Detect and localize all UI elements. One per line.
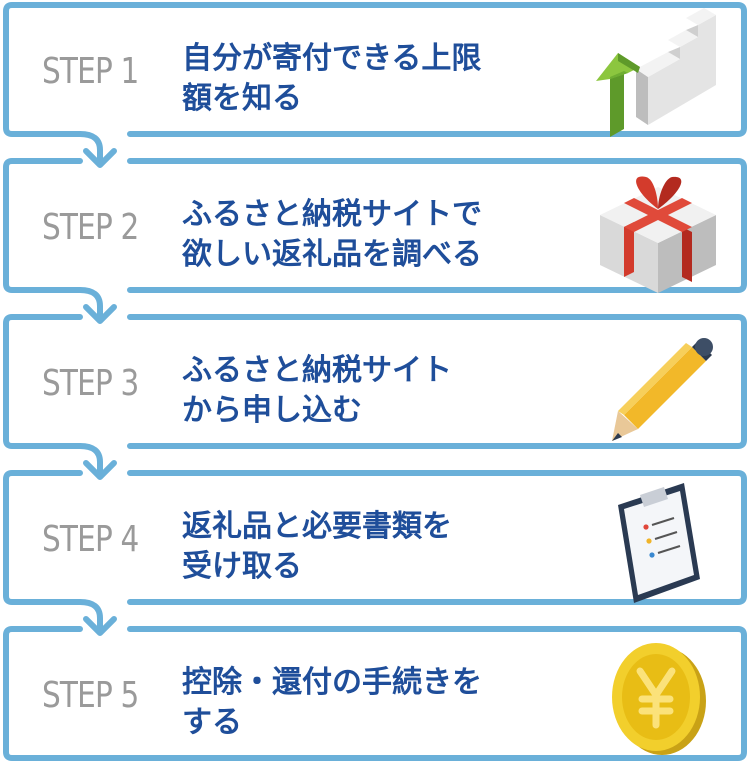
clipboard-icon: [618, 483, 700, 603]
step-text-line: 受け取る: [182, 549, 302, 584]
step-text-line: する: [182, 705, 242, 740]
step-description: 自分が寄付できる上限 額を知る: [182, 39, 562, 119]
step-3: STEP 3 ふるさと納税サイト から申し込む: [0, 317, 750, 455]
step-label: STEP 4: [42, 519, 139, 560]
step-text-line: から申し込む: [182, 393, 362, 428]
step-text-line: 返礼品と必要書類を: [182, 509, 452, 544]
step-description: 返礼品と必要書類を 受け取る: [182, 507, 562, 587]
step-text-line: 額を知る: [182, 81, 302, 116]
pencil-icon: [612, 338, 713, 441]
step-2: STEP 2 ふるさと納税サイトで 欲しい返礼品を調べる: [0, 161, 750, 299]
step-description: ふるさと納税サイトで 欲しい返礼品を調べる: [182, 195, 562, 275]
step-1: STEP 1 自分が寄付できる上限 額を知る: [0, 5, 750, 143]
step-text-line: 自分が寄付できる上限: [182, 41, 482, 76]
step-label: STEP 3: [42, 363, 139, 404]
step-text-line: 控除・還付の手続きを: [182, 665, 482, 700]
step-5: STEP 5 控除・還付の手続きを する: [0, 629, 750, 767]
step-description: ふるさと納税サイト から申し込む: [182, 351, 562, 431]
step-text-line: 欲しい返礼品を調べる: [182, 237, 482, 272]
step-description: 控除・還付の手続きを する: [182, 663, 562, 743]
step-label: STEP 1: [42, 51, 139, 92]
stairs-up-arrow-icon: [596, 8, 716, 137]
step-label: STEP 2: [42, 207, 139, 248]
step-label: STEP 5: [42, 675, 139, 716]
gift-box-icon: [600, 176, 716, 293]
step-4: STEP 4 返礼品と必要書類を 受け取る: [0, 473, 750, 611]
step-text-line: ふるさと納税サイトで: [182, 197, 482, 232]
step-text-line: ふるさと納税サイト: [182, 353, 452, 388]
yen-coin-icon: [612, 643, 706, 755]
